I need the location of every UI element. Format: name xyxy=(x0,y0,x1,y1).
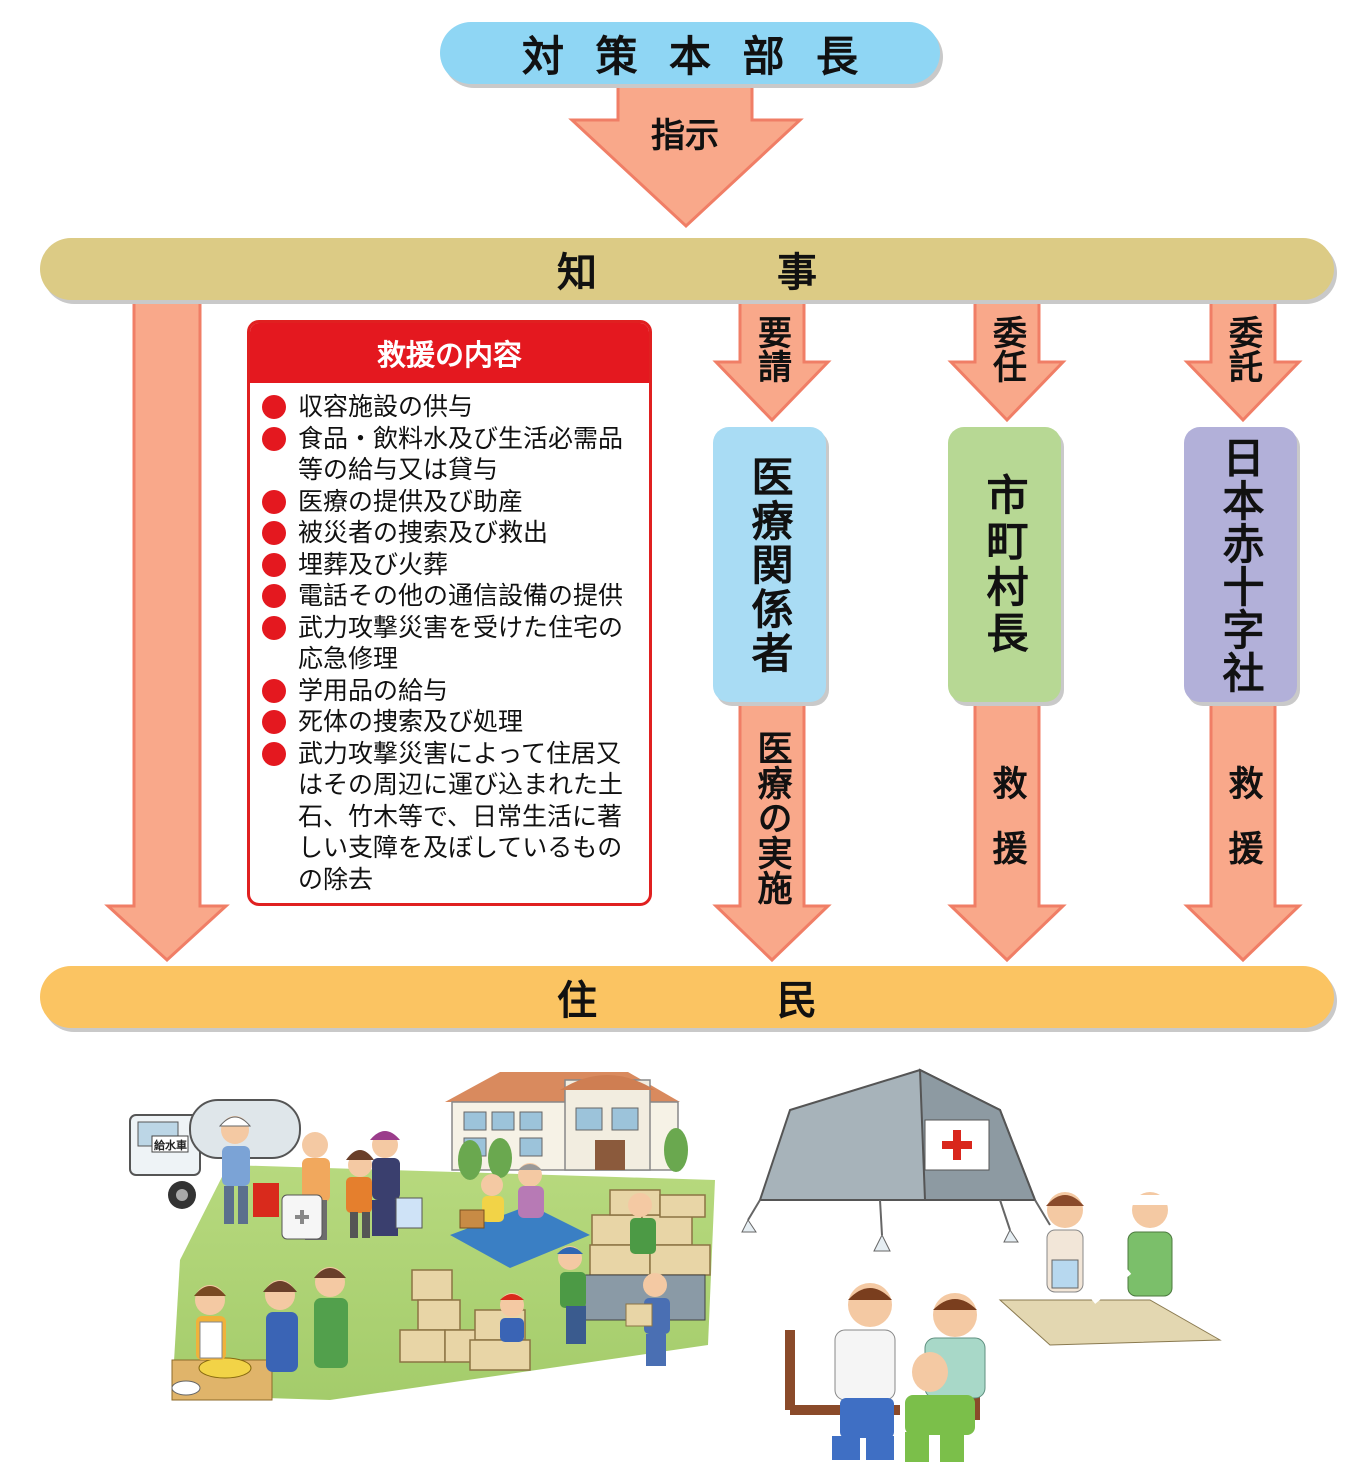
instruction-label: 指示 xyxy=(651,116,719,156)
family-on-tarp xyxy=(450,1163,590,1268)
food-serving xyxy=(171,1267,348,1401)
bullet-icon xyxy=(262,552,286,577)
relief-contents-list: 収容施設の供与 食品・飲料水及び生活必需品等の給与又は貸与 医療の提供及び助産 … xyxy=(250,383,649,895)
list-item: 被災者の捜索及び救出 xyxy=(260,517,641,549)
bullet-icon xyxy=(262,521,286,545)
list-item: 武力攻撃災害によって住居又はその周辺に運び込まれた土石、竹木等で、日常生活に著し… xyxy=(260,738,641,896)
list-item: 食品・飲料水及び生活必需品等の給与又は貸与 xyxy=(260,423,641,486)
entrust-label: 委託 xyxy=(1222,315,1263,383)
headquarters-label: 対策本部長 xyxy=(521,31,890,81)
bullet-icon xyxy=(262,489,286,514)
redcross-relief-arrow xyxy=(1183,700,1303,963)
japanese-red-cross-box: 日本赤十字社 xyxy=(1184,427,1297,702)
list-item: 電話その他の通信設備の提供 xyxy=(260,580,641,612)
japanese-red-cross-label: 日本赤十字社 xyxy=(1216,435,1265,694)
list-item: 収容施設の供与 xyxy=(260,391,641,423)
bullet-icon xyxy=(262,395,286,419)
medical-personnel-box: 医療関係者 xyxy=(713,427,826,702)
people-receiving-water xyxy=(218,1116,423,1240)
request-label: 要請 xyxy=(751,315,792,383)
municipal-mayor-box: 市町村長 xyxy=(948,427,1061,702)
headquarters-chief: 対策本部長 xyxy=(440,22,940,84)
supply-boxes xyxy=(399,1189,711,1371)
medical-care-label: 医療の実施 xyxy=(751,729,792,905)
first-aid-illustration xyxy=(741,1068,1222,1462)
bullet-icon xyxy=(262,615,286,640)
residents-label: 住民 xyxy=(557,978,997,1024)
medical-personnel-label: 医療関係者 xyxy=(745,454,794,675)
direct-relief-arrow xyxy=(104,298,230,963)
relief-contents-panel: 救援の内容 収容施設の供与 食品・飲料水及び生活必需品等の給与又は貸与 医療の提… xyxy=(247,320,652,906)
bullet-icon xyxy=(262,678,286,703)
delegate-arrow xyxy=(947,298,1067,423)
bullet-icon xyxy=(262,710,286,734)
redcross-relief-label: 救援 xyxy=(1222,765,1263,895)
shelter-building xyxy=(445,1072,688,1180)
municipal-mayor-label: 市町村長 xyxy=(980,472,1029,657)
instruction-arrow xyxy=(568,80,804,229)
bullet-icon xyxy=(262,426,286,451)
mayor-relief-label: 救援 xyxy=(986,765,1027,895)
list-item: 医療の提供及び助産 xyxy=(260,486,641,518)
list-item: 死体の捜索及び処理 xyxy=(260,706,641,738)
doctor-examining-patient xyxy=(785,1283,986,1462)
delegate-label: 委任 xyxy=(986,315,1027,383)
list-item: 武力攻撃災害を受けた住宅の応急修理 xyxy=(260,612,641,675)
nurse-and-patient xyxy=(998,1192,1222,1346)
entrust-arrow xyxy=(1183,298,1303,423)
list-item: 学用品の給与 xyxy=(260,675,641,707)
relief-site-illustration: 給水車 xyxy=(129,1072,715,1401)
residents-bar: 住民 xyxy=(40,966,1334,1028)
water-truck: 給水車 xyxy=(129,1099,301,1209)
list-item: 埋葬及び火葬 xyxy=(260,549,641,581)
mayor-relief-arrow xyxy=(947,700,1067,963)
governor-label: 知事 xyxy=(557,250,997,296)
truck-label: 給水車 xyxy=(154,1138,187,1152)
medical-care-arrow xyxy=(712,700,832,963)
bullet-icon xyxy=(262,584,286,608)
relief-contents-title: 救援の内容 xyxy=(250,323,649,383)
bullet-icon xyxy=(262,741,286,766)
governor-bar: 知事 xyxy=(40,238,1334,300)
red-cross-tent xyxy=(741,1068,1051,1252)
request-arrow xyxy=(712,298,832,423)
